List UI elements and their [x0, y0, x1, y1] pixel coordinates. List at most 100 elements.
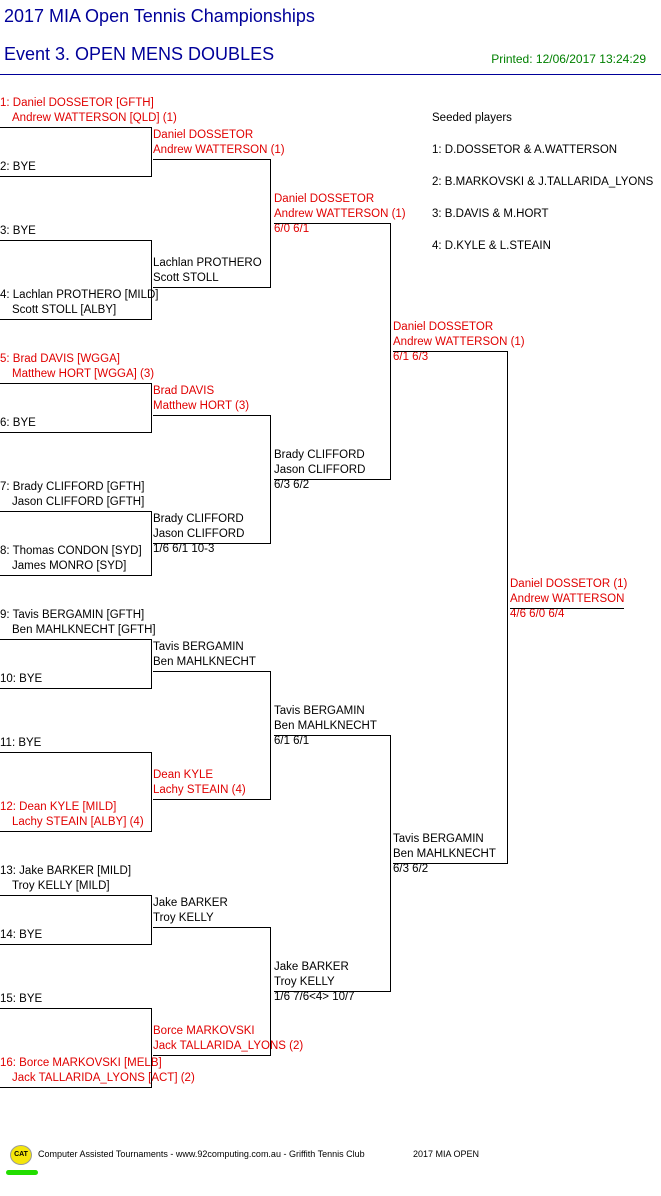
bracket-line [0, 1087, 152, 1088]
bracket-line [0, 895, 152, 896]
header-divider [0, 74, 661, 75]
entry-line2: Jack TALLARIDA_LYONS (2) [153, 1040, 304, 1052]
bracket-line [153, 927, 271, 928]
seeded-entry: 1: D.DOSSETOR & A.WATTERSON [432, 144, 618, 156]
entry-line2: Troy KELLY [274, 976, 335, 988]
entry-line1: 13: Jake BARKER [MILD] [0, 865, 132, 877]
entry-line1: Brady CLIFFORD [153, 513, 244, 525]
entry-line1: 16: Borce MARKOVSKI [MELB] [0, 1057, 162, 1069]
entry-line1: 7: Brady CLIFFORD [GFTH] [0, 481, 145, 493]
bracket-line [153, 159, 271, 160]
entry-line1: 4: Lachlan PROTHERO [MILD] [0, 289, 159, 301]
entry-line1: Brady CLIFFORD [274, 449, 365, 461]
entry-line2: Ben MAHLKNECHT [393, 848, 496, 860]
seeded-entry: 2: B.MARKOVSKI & J.TALLARIDA_LYONS [432, 176, 654, 188]
match-score: 1/6 7/6<4> 10/7 [274, 991, 355, 1003]
cat-logo: CAT [10, 1145, 32, 1165]
entry-line2: Matthew HORT [WGGA] (3) [12, 368, 155, 380]
bracket-connector [151, 1008, 152, 1088]
bracket-line [153, 671, 271, 672]
bracket-line [0, 944, 152, 945]
bracket-connector [507, 351, 508, 864]
entry-line1: Daniel DOSSETOR [153, 129, 254, 141]
entry-line2: Lachy STEAIN (4) [153, 784, 246, 796]
bracket-connector [151, 240, 152, 320]
bracket-line [153, 543, 271, 544]
entry-line2: Scott STOLL [153, 272, 219, 284]
match-score: 6/3 6/2 [393, 863, 429, 875]
bracket-connector [151, 895, 152, 945]
footer-tournament: 2017 MIA OPEN [413, 1149, 480, 1159]
bracket-connector [390, 735, 391, 992]
entry-line2: Ben MAHLKNECHT [153, 656, 256, 668]
entry-line1: 2: BYE [0, 161, 36, 173]
entry-line1: 14: BYE [0, 929, 43, 941]
bracket-line [0, 639, 152, 640]
bracket-line [274, 735, 391, 736]
bracket-line [274, 223, 391, 224]
bracket-connector [270, 671, 271, 800]
bracket-line [0, 752, 152, 753]
bracket-line [0, 688, 152, 689]
entry-line2: Andrew WATTERSON [510, 593, 625, 605]
bracket-connector [151, 127, 152, 177]
bracket-line [510, 608, 624, 609]
entry-line2: Jason CLIFFORD [GFTH] [12, 496, 145, 508]
bracket-line [153, 799, 271, 800]
entry-line2: Ben MAHLKNECHT [GFTH] [12, 624, 156, 636]
match-score: 4/6 6/0 6/4 [510, 608, 565, 620]
entry-line1: Jake BARKER [274, 961, 349, 973]
entry-line1: 5: Brad DAVIS [WGGA] [0, 353, 120, 365]
logo-underline [6, 1170, 38, 1175]
bracket-line [0, 432, 152, 433]
entry-line1: 8: Thomas CONDON [SYD] [0, 545, 142, 557]
entry-line1: Daniel DOSSETOR [393, 321, 494, 333]
entry-line1: Tavis BERGAMIN [153, 641, 244, 653]
entry-line2: Andrew WATTERSON (1) [393, 336, 525, 348]
seeded-entry: 3: B.DAVIS & M.HORT [432, 208, 549, 220]
entry-line2: Jason CLIFFORD [153, 528, 245, 540]
seeded-heading: Seeded players [432, 112, 512, 124]
entry-line2: Scott STOLL [ALBY] [12, 304, 117, 316]
bracket-line [0, 1008, 152, 1009]
entry-line1: Daniel DOSSETOR (1) [510, 578, 628, 590]
bracket-connector [390, 223, 391, 480]
bracket-line [0, 176, 152, 177]
event-title: Event 3. OPEN MENS DOUBLES [4, 44, 275, 64]
match-score: 6/3 6/2 [274, 479, 310, 491]
bracket-line [274, 991, 391, 992]
entry-line2: Troy KELLY [153, 912, 214, 924]
entry-line1: Lachlan PROTHERO [153, 257, 262, 269]
entry-line1: 11: BYE [0, 737, 42, 749]
bracket-line [393, 863, 508, 864]
bracket-line [0, 383, 152, 384]
entry-line1: Daniel DOSSETOR [274, 193, 375, 205]
bracket-connector [151, 752, 152, 832]
bracket-line [153, 415, 271, 416]
entry-line1: Tavis BERGAMIN [274, 705, 365, 717]
entry-line2: Andrew WATTERSON (1) [153, 144, 285, 156]
bracket-line [0, 240, 152, 241]
entry-line2: Andrew WATTERSON (1) [274, 208, 406, 220]
footer-credit: Computer Assisted Tournaments - www.92co… [38, 1149, 365, 1159]
bracket-line [0, 511, 152, 512]
entry-line2: Lachy STEAIN [ALBY] (4) [12, 816, 144, 828]
entry-line1: Borce MARKOVSKI [153, 1025, 255, 1037]
entry-line1: Dean KYLE [153, 769, 214, 781]
entry-line2: James MONRO [SYD] [12, 560, 127, 572]
bracket-line [0, 575, 152, 576]
entry-line1: Jake BARKER [153, 897, 228, 909]
entry-line1: 9: Tavis BERGAMIN [GFTH] [0, 609, 145, 621]
entry-line1: 3: BYE [0, 225, 36, 237]
bracket-line [153, 287, 271, 288]
entry-line2: Andrew WATTERSON [QLD] (1) [12, 112, 177, 124]
entry-line1: 1: Daniel DOSSETOR [GFTH] [0, 97, 154, 109]
entry-line2: Matthew HORT (3) [153, 400, 250, 412]
match-score: 6/1 6/3 [393, 351, 429, 363]
bracket-line [0, 319, 152, 320]
bracket-connector [270, 415, 271, 544]
entry-line1: Brad DAVIS [153, 385, 215, 397]
bracket-connector [270, 159, 271, 288]
match-score: 6/0 6/1 [274, 223, 310, 235]
entry-line1: 10: BYE [0, 673, 43, 685]
